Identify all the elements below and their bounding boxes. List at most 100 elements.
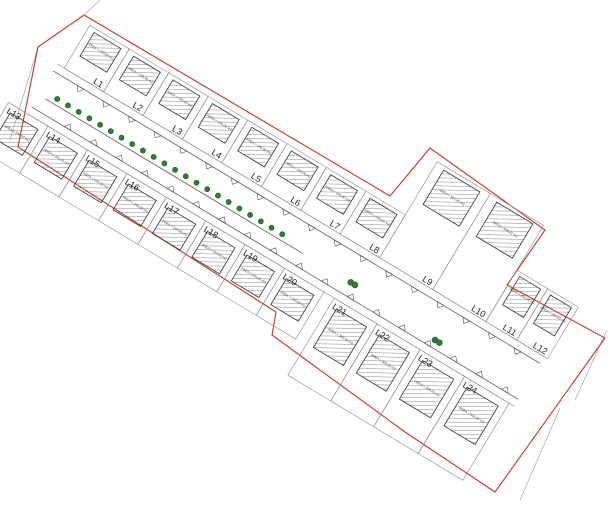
curb-marker-icon [231, 177, 239, 185]
building-footprint [315, 174, 359, 215]
curb-marker-icon [243, 231, 252, 240]
building-footprint [276, 150, 319, 192]
tree-icon [193, 179, 200, 186]
lot-number: L8 [368, 242, 382, 256]
tree-icon [107, 128, 114, 135]
curb-marker-icon [462, 316, 471, 324]
curb-marker-icon [256, 192, 265, 201]
lot-number: L9 [421, 274, 435, 288]
curb-marker-icon [320, 278, 329, 286]
curb-marker-icon [153, 131, 162, 139]
curb-marker-icon [217, 216, 226, 224]
building-footprint [237, 126, 280, 168]
tree-icon [436, 339, 443, 346]
building-footprint [502, 275, 542, 318]
lot-number: L3 [170, 123, 184, 137]
curb-marker-icon [282, 208, 291, 216]
lot-outline [417, 375, 510, 481]
lot-outline [255, 267, 325, 340]
curb-marker-icon [371, 309, 380, 317]
lot-number: L10 [470, 303, 488, 319]
tree-icon [54, 96, 61, 102]
curb-marker-icon [474, 371, 483, 379]
tree-icon [268, 224, 275, 231]
curb-marker-icon [63, 123, 72, 132]
building-footprint [532, 294, 573, 337]
tree-icon [97, 121, 103, 128]
lot-number: L4 [210, 147, 224, 161]
tree-icon [215, 192, 221, 199]
tree-icon [75, 109, 82, 115]
tree-icon [161, 160, 168, 167]
curb-marker-icon [102, 100, 111, 108]
building-footprint [197, 103, 240, 144]
curb-marker-icon [500, 386, 509, 394]
median-trees [54, 96, 443, 346]
building-footprint [0, 112, 39, 156]
curb-marker-icon [114, 154, 123, 163]
building-footprint [398, 359, 455, 419]
tree-icon [182, 173, 189, 180]
curb-marker-icon [333, 239, 342, 247]
curb-marker-icon [449, 355, 458, 363]
tree-icon [172, 166, 178, 173]
tree-icon [140, 147, 146, 154]
tree-icon [247, 212, 253, 218]
tree-icon [129, 141, 136, 147]
curb-marker-icon [359, 254, 368, 263]
curb-marker-icon [76, 84, 85, 93]
curb-marker-icon [140, 170, 149, 178]
building-footprint [355, 334, 410, 392]
curb-marker-icon [294, 262, 303, 271]
lot-number: L7 [328, 218, 342, 232]
building-footprint [422, 169, 481, 227]
curb-marker-icon [179, 146, 188, 154]
lot-outline [379, 161, 491, 291]
curb-marker-icon [205, 161, 214, 170]
tree-icon [65, 102, 71, 109]
tree-icon [118, 134, 125, 141]
lot-number: L1 [92, 76, 106, 90]
curb-markers [63, 84, 522, 394]
building-footprint [33, 135, 78, 180]
curb-marker-icon [128, 115, 137, 123]
building-footprint [312, 308, 368, 366]
lot-number: L2 [131, 100, 145, 114]
tree-icon [236, 205, 243, 212]
curb-marker-icon [269, 247, 278, 255]
tree-icon [351, 281, 359, 289]
tree-icon [225, 199, 232, 205]
curb-marker-icon [385, 270, 394, 278]
building-footprint [443, 386, 499, 446]
curb-marker-icon [166, 185, 175, 193]
curb-marker-icon [346, 293, 355, 302]
curb-marker-icon [513, 347, 522, 355]
curb-marker-icon [436, 301, 445, 309]
curb-marker-icon [308, 223, 317, 232]
building-footprint [475, 201, 534, 259]
property-boundary [17, 14, 606, 493]
